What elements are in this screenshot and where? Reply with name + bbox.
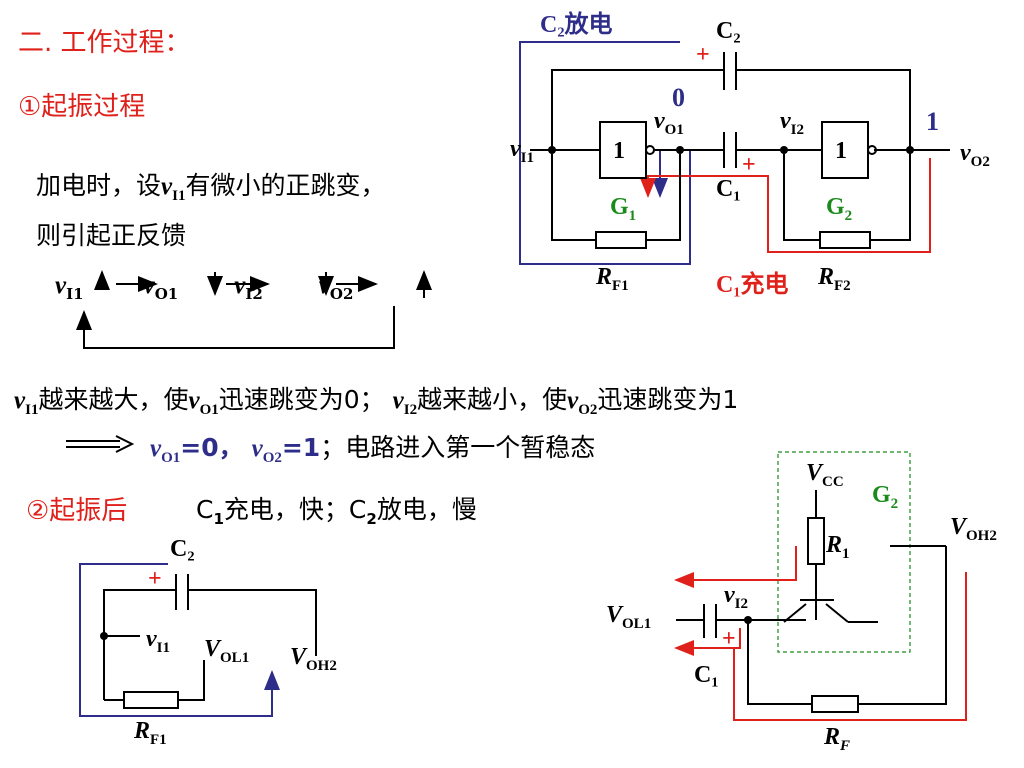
feedback-chain-arrows xyxy=(76,270,432,349)
vo1-label: vO1 xyxy=(654,108,684,138)
vol1-label-br: VOL1 xyxy=(606,602,651,632)
c2-plus-bl: + xyxy=(148,566,162,592)
rf2-label: RF2 xyxy=(817,264,851,294)
c2-label-bl: C₂ xyxy=(170,536,195,562)
c1-plus-br: + xyxy=(722,626,736,652)
bottom-left-circuit: C₂ + vI1 VOL1 VOH2 RF1 xyxy=(79,536,337,748)
step2-title: ②起振后 xyxy=(26,496,128,526)
vi1-label-bl: vI1 xyxy=(146,626,170,656)
g2-dashed-box xyxy=(777,451,911,653)
rf1-label: RF1 xyxy=(595,264,629,294)
c1-plus: + xyxy=(742,152,756,178)
c2-plus: + xyxy=(696,42,710,68)
vo1-zero: 0 xyxy=(672,83,685,112)
discharge-loop xyxy=(79,563,280,717)
voh2-label-br: VOH2 xyxy=(950,514,997,544)
implies-arrow xyxy=(66,435,135,453)
vi1-label: vI1 xyxy=(510,136,534,166)
bottom-right-circuit: VCC G2 R1 VOH2 vI2 VOL1 + C₁ RF xyxy=(606,451,997,754)
g2-label-br: G2 xyxy=(872,482,898,512)
top-circuit: C₂放电 C₂ + 0 1 1 1 vI1 vO1 vI2 vO2 + C₁ G… xyxy=(510,10,990,298)
c1-label: C₁ xyxy=(716,176,741,202)
rf-label-br: RF xyxy=(823,724,850,754)
voh2-label-bl: VOH2 xyxy=(290,644,337,674)
c1-charge-path xyxy=(640,158,931,253)
rf1-label-bl: RF1 xyxy=(133,718,167,748)
g1-symbol: 1 xyxy=(613,138,625,164)
c2-discharge-path xyxy=(519,41,691,265)
vol1-label-bl: VOL1 xyxy=(204,636,249,666)
section-title: 二. 工作过程： xyxy=(18,28,191,58)
g2-label: G2 xyxy=(826,194,852,224)
vi2-label-br: vI2 xyxy=(724,582,748,612)
g2-symbol: 1 xyxy=(835,138,847,164)
c1-charge-label: C₁充电 xyxy=(716,270,789,298)
c2-label: C₂ xyxy=(716,18,741,44)
r1-label: R1 xyxy=(825,532,850,562)
step2-text: C1充电，快；C2放电，慢 xyxy=(196,495,477,528)
vi2-label: vI2 xyxy=(780,108,804,138)
vcc-label: VCC xyxy=(806,460,844,490)
vo2-one: 1 xyxy=(926,107,939,136)
c1-label-br: C₁ xyxy=(694,662,719,688)
intro-line-2: 则引起正反馈 xyxy=(36,221,187,250)
intro-line-1: 加电时，设vI1有微小的正跳变， xyxy=(36,171,386,204)
g1-label: G1 xyxy=(610,194,636,224)
vo2-label: vO2 xyxy=(960,140,990,170)
result-line: vI1越来越大，使vO1迅速跳变为0； vI2越来越小，使vO2迅速跳变为1 xyxy=(14,385,739,418)
step1-title: ①起振过程 xyxy=(18,92,146,122)
c2-discharge-label: C₂放电 xyxy=(540,10,613,38)
state-line: vO1=0， vO2=1；电路进入第一个暂稳态 xyxy=(150,433,596,466)
